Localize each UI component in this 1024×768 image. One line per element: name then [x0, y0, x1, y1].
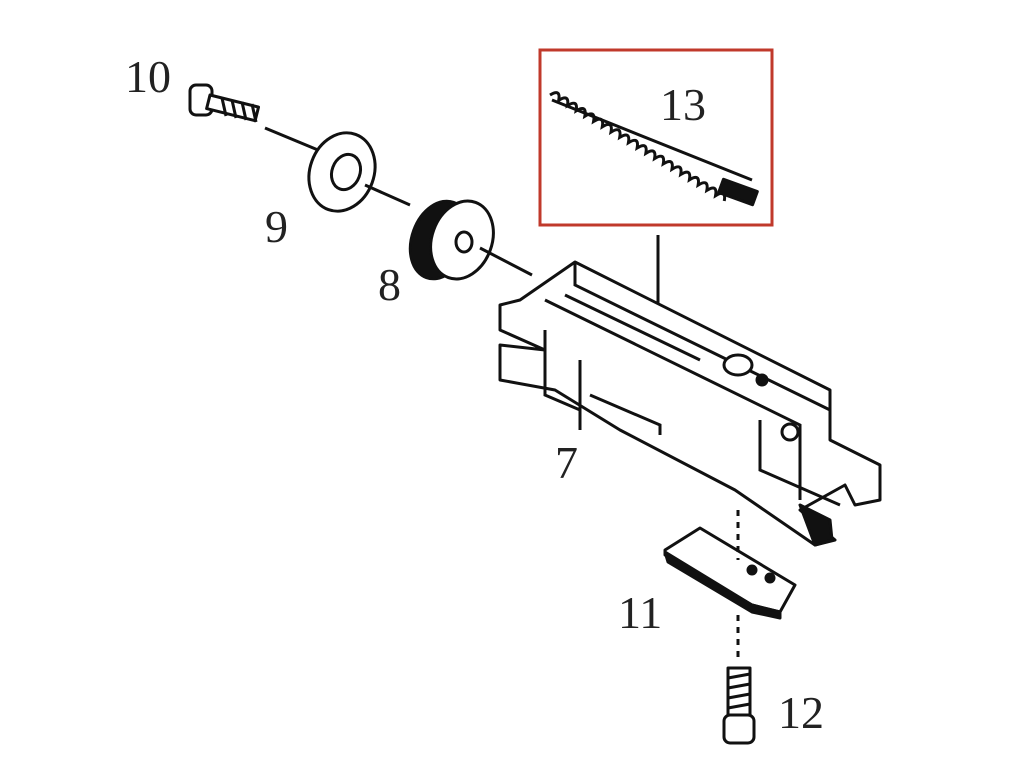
part-number-11: 11: [618, 587, 662, 638]
part-7-body[interactable]: [498, 260, 882, 547]
leader-10-9: [264, 126, 319, 152]
part-10-screw[interactable]: [188, 83, 261, 123]
leader-9-8: [364, 183, 411, 207]
part-number-13: 13: [660, 79, 706, 130]
part-8-bushing[interactable]: [400, 192, 504, 288]
part-number-10: 10: [125, 51, 171, 102]
part-11-plate[interactable]: [663, 526, 797, 620]
part-number-8: 8: [378, 259, 401, 310]
part-12-screw[interactable]: [722, 666, 756, 745]
part-number-7: 7: [555, 437, 578, 488]
part-number-9: 9: [265, 201, 288, 252]
part-number-12: 12: [778, 687, 824, 738]
highlight-box: [538, 48, 774, 227]
part-9-washer[interactable]: [298, 123, 386, 220]
part-13-spring[interactable]: [536, 91, 759, 207]
leader-8-7: [479, 246, 533, 277]
